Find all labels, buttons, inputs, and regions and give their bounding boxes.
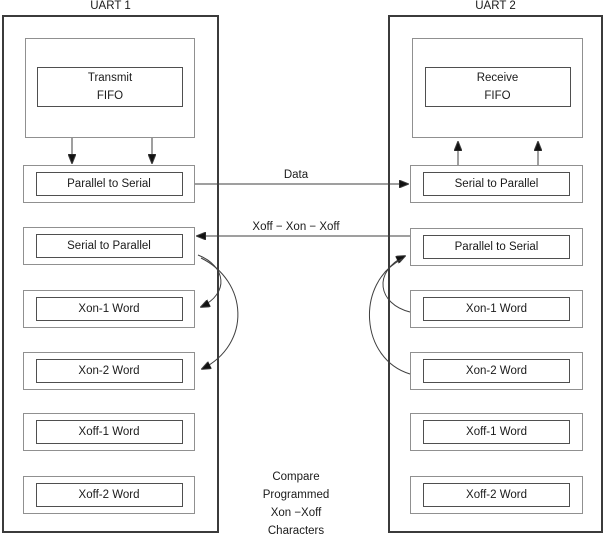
uart1-xoff1-word-box: Xoff-1 Word [23, 413, 195, 451]
uart2-xoff2-word-label: Xoff-2 Word [423, 483, 570, 507]
uart2-xoff1-word-label: Xoff-1 Word [423, 420, 570, 444]
uart2-xon1-word-label: Xon-1 Word [423, 297, 570, 321]
uart2-parallel-to-serial-box: Parallel to Serial [410, 228, 583, 266]
compare-note-line1: Compare [272, 471, 320, 483]
uart2-serial-to-parallel-box: Serial to Parallel [410, 165, 583, 203]
uart1-xoff2-word-label: Xoff-2 Word [35, 483, 183, 507]
uart1-fifo-label-line1: Transmit [87, 72, 133, 84]
uart2-serial-to-parallel-label: Serial to Parallel [423, 172, 570, 196]
uart1-xon1-word-box: Xon-1 Word [23, 290, 195, 328]
uart1-xoff1-word-label: Xoff-1 Word [35, 420, 183, 444]
uart1-transmit-fifo-box: Transmit FIFO [37, 67, 183, 107]
uart2-xon1-word-box: Xon-1 Word [410, 290, 583, 328]
uart1-xoff2-word-box: Xoff-2 Word [23, 476, 195, 514]
uart1-serial-to-parallel-label: Serial to Parallel [35, 234, 183, 258]
uart2-xoff1-word-box: Xoff-1 Word [410, 413, 583, 451]
uart1-xon2-word-label: Xon-2 Word [35, 359, 183, 383]
uart1-parallel-to-serial-box: Parallel to Serial [23, 165, 195, 203]
compare-note-line4: Characters [267, 525, 325, 537]
compare-note-line3: Xon −Xoff [270, 507, 322, 519]
uart2-title: UART 2 [475, 0, 516, 12]
uart1-fifo-label-line2: FIFO [96, 90, 124, 102]
uart1-transmit-fifo-container: Transmit FIFO [25, 38, 195, 138]
uart2-receive-fifo-container: Receive FIFO [412, 38, 583, 138]
uart1-title: UART 1 [90, 0, 131, 12]
uart1-xon2-word-box: Xon-2 Word [23, 352, 195, 390]
compare-note: Compare Programmed Xon −Xoff Characters [236, 468, 356, 539]
uart2-xon2-word-box: Xon-2 Word [410, 352, 583, 390]
uart2-receive-fifo-box: Receive FIFO [424, 67, 571, 107]
uart2-xon2-word-label: Xon-2 Word [423, 359, 570, 383]
uart2-fifo-label-line1: Receive [476, 72, 519, 84]
uart1-serial-to-parallel-box: Serial to Parallel [23, 227, 195, 265]
uart1-parallel-to-serial-label: Parallel to Serial [35, 172, 183, 196]
data-label: Data [283, 169, 309, 181]
uart2-parallel-to-serial-label: Parallel to Serial [423, 235, 570, 259]
uart1-xon1-word-label: Xon-1 Word [35, 297, 183, 321]
uart2-fifo-label-line2: FIFO [484, 90, 511, 102]
uart2-xoff2-word-box: Xoff-2 Word [410, 476, 583, 514]
flow-control-label: Xoff − Xon − Xoff [252, 221, 340, 233]
compare-note-line2: Programmed [262, 489, 330, 501]
